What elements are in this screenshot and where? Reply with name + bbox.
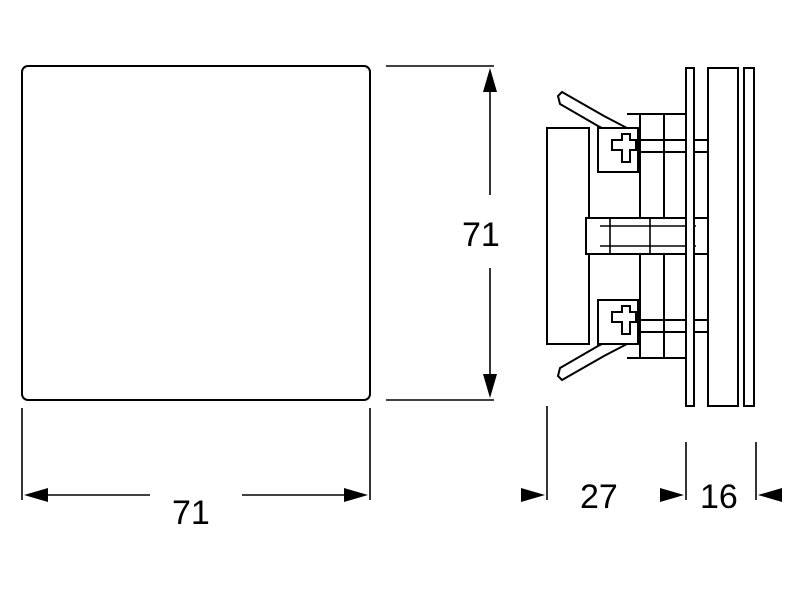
front-view (21, 65, 371, 401)
depth-rear-arrow-left (521, 488, 545, 502)
lower-terminal-screw (611, 305, 637, 335)
cover-plate (707, 67, 739, 407)
depth-dimension-front: 16 (700, 442, 782, 516)
width-dimension-label: 71 (172, 494, 210, 532)
insert-body (546, 127, 590, 345)
depth-dimension-rear: 27 (521, 406, 687, 516)
depth-front-dimension-label: 16 (700, 478, 738, 516)
height-dimension-label: 71 (462, 216, 500, 254)
frame-plate (685, 67, 695, 407)
height-arrow-top (483, 68, 497, 92)
height-arrow-bottom (483, 374, 497, 398)
width-dimension: 71 (21, 408, 371, 532)
depth-front-arrow-right (758, 488, 782, 502)
side-view (546, 67, 755, 407)
front-plate-outline (21, 65, 371, 401)
depth-rear-arrow-right (660, 488, 684, 502)
rocker-plate (743, 67, 755, 407)
upper-terminal-screw (611, 133, 637, 163)
height-dimension: 71 (386, 65, 500, 401)
width-arrow-right (344, 488, 368, 502)
depth-rear-dimension-label: 27 (580, 478, 618, 516)
width-arrow-left (24, 488, 48, 502)
